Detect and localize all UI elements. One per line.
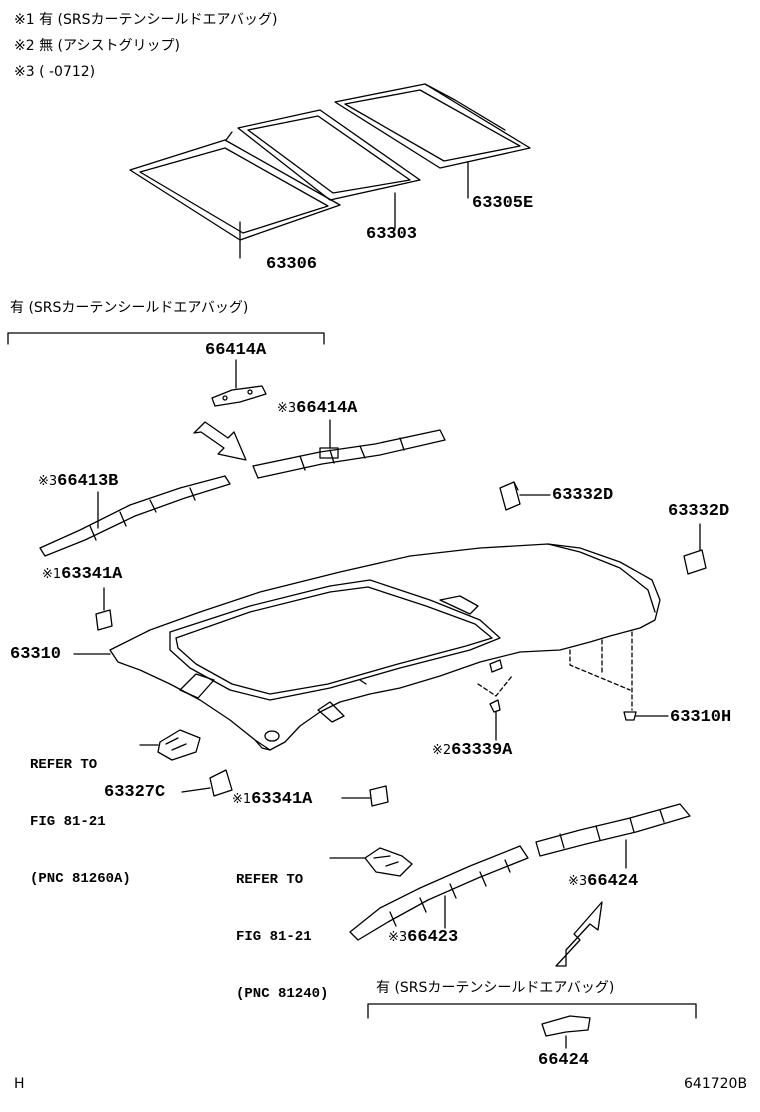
note-2: ※2 無 (アシストグリップ) bbox=[14, 38, 180, 54]
refer-note-81260A: REFER TO FIG 81-21 (PNC 81260A) bbox=[30, 718, 131, 908]
part-63339A bbox=[489, 699, 501, 741]
label-63332D-right: 63332D bbox=[668, 502, 730, 521]
assist-grip-81240 bbox=[329, 847, 413, 877]
part-66414A-small bbox=[211, 359, 267, 407]
label-66424-bottom: 66424 bbox=[538, 1051, 590, 1070]
pnc-line: (PNC 81260A) bbox=[30, 871, 131, 887]
part-number: 66414A bbox=[296, 399, 358, 418]
label-63303: 63303 bbox=[366, 225, 418, 244]
marker-2: ※2 bbox=[432, 743, 452, 758]
part-number: 66413B bbox=[57, 472, 119, 491]
refer-line: REFER TO bbox=[236, 872, 304, 888]
sunshade-panel-63306 bbox=[129, 131, 341, 241]
marker-3: ※3 bbox=[388, 930, 408, 945]
part-number: 63341A bbox=[61, 565, 123, 584]
part-63310H-clip bbox=[623, 711, 669, 721]
marker-1: ※1 bbox=[232, 792, 252, 807]
part-66424-rail bbox=[535, 803, 691, 869]
label-63341A-left: ※163341A bbox=[42, 566, 122, 584]
direction-arrow-upper bbox=[193, 421, 247, 461]
label-63341A-bottom: ※163341A bbox=[232, 791, 312, 809]
headliner-63310 bbox=[109, 543, 661, 751]
label-63310: 63310 bbox=[10, 645, 62, 664]
marker-3: ※3 bbox=[277, 401, 297, 416]
part-63332D-clip-mid bbox=[499, 481, 551, 511]
marker-3: ※3 bbox=[38, 474, 58, 489]
pnc-line: (PNC 81240) bbox=[236, 986, 329, 1002]
fig-line: FIG 81-21 bbox=[236, 929, 312, 945]
bracket-caption-top: 有 (SRSカーテンシールドエアバッグ) bbox=[10, 300, 249, 316]
part-66423-rail bbox=[349, 845, 529, 941]
marker-1: ※1 bbox=[42, 567, 62, 582]
label-63305E: 63305E bbox=[472, 194, 534, 213]
direction-arrow-lower bbox=[555, 901, 603, 967]
part-66424-small bbox=[541, 1015, 591, 1049]
part-63332D-clip-right bbox=[683, 523, 707, 575]
bracket-caption-bottom: 有 (SRSカーテンシールドエアバッグ) bbox=[376, 980, 615, 996]
fig-line: FIG 81-21 bbox=[30, 814, 106, 830]
label-63306: 63306 bbox=[266, 255, 318, 274]
footer-left: H bbox=[14, 1076, 25, 1092]
footer-right: 641720B bbox=[684, 1076, 748, 1092]
label-63339A: ※263339A bbox=[432, 742, 512, 760]
part-63327C bbox=[181, 769, 233, 797]
label-63327C: 63327C bbox=[104, 783, 166, 802]
note-3: ※3 ( -0712) bbox=[14, 64, 96, 80]
label-66423: ※366423 bbox=[388, 929, 458, 947]
sunshade-panel-63305E bbox=[334, 83, 531, 169]
label-66413B: ※366413B bbox=[38, 473, 118, 491]
refer-note-81240: REFER TO FIG 81-21 (PNC 81240) bbox=[236, 833, 328, 1023]
part-number: 63339A bbox=[451, 741, 513, 760]
part-number: 66423 bbox=[407, 928, 459, 947]
label-66414A-top: 66414A bbox=[205, 341, 267, 360]
label-63310H: 63310H bbox=[670, 708, 732, 727]
part-66413B-rail bbox=[39, 475, 231, 557]
label-66424-s3: ※366424 bbox=[568, 873, 638, 891]
map-lamp-assembly bbox=[139, 729, 201, 761]
part-66414A-rail bbox=[252, 419, 446, 479]
marker-3: ※3 bbox=[568, 874, 588, 889]
refer-line: REFER TO bbox=[30, 757, 98, 773]
part-number: 63341A bbox=[251, 790, 313, 809]
part-number: 66424 bbox=[587, 872, 639, 891]
part-63341A-pad-left bbox=[95, 587, 113, 631]
label-63332D-mid: 63332D bbox=[552, 486, 614, 505]
sunshade-panel-63303 bbox=[237, 109, 421, 201]
label-66414A-s3: ※366414A bbox=[277, 400, 357, 418]
note-1: ※1 有 (SRSカーテンシールドエアバッグ) bbox=[14, 12, 278, 28]
part-63341A-pad-bottom bbox=[341, 785, 389, 807]
